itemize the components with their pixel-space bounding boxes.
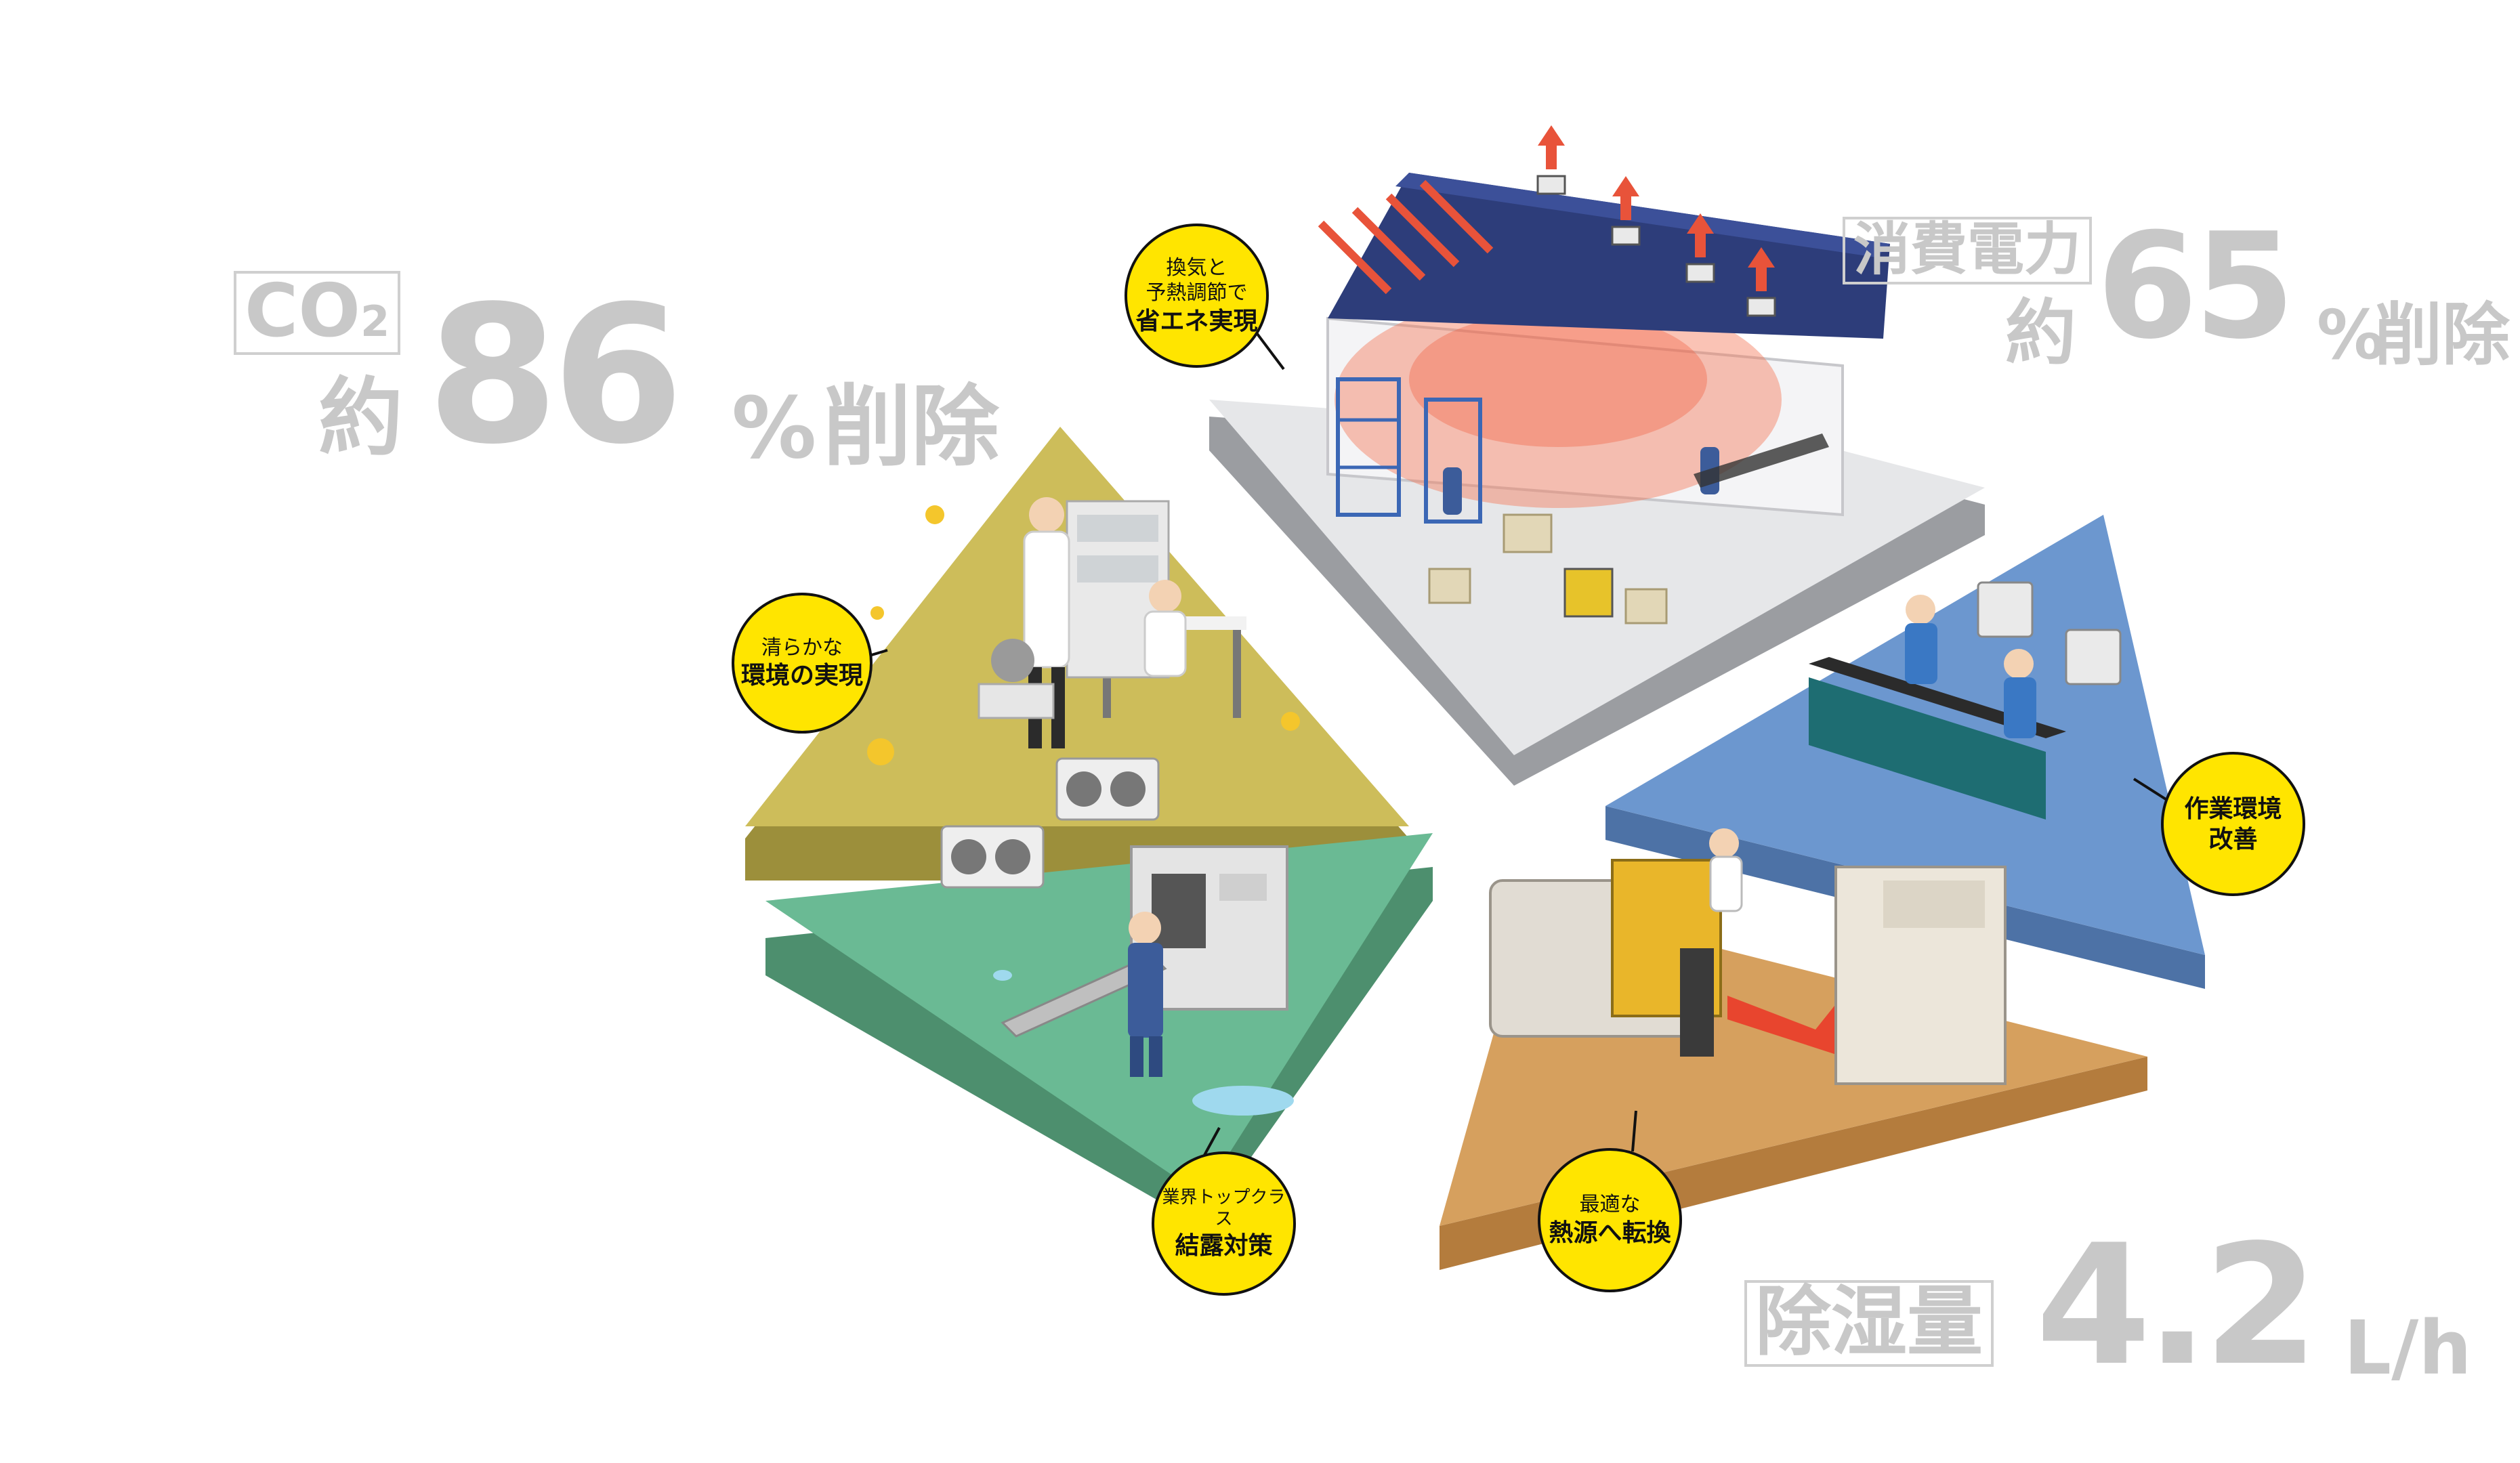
power-stat: 消費電力 [1843, 216, 2093, 284]
callout-energy-line1: 換気と [1166, 255, 1227, 280]
power-prefix: 約 [2005, 292, 2077, 375]
callout-work-line1: 作業環境 [2184, 794, 2282, 823]
power-label-box: 消費電力 [1843, 216, 2093, 284]
dehumidify-number-wrap: 4.2 [2036, 1223, 2319, 1388]
callout-heat-source: 最適な 熱源へ転換 [1538, 1148, 1682, 1292]
callout-clean-line1: 清らかな [761, 635, 843, 660]
power-number-wrap: 65 [2097, 213, 2295, 359]
olive-panel-clean-lab [745, 427, 1409, 881]
co2-suffix-wrap: 削除 [823, 383, 999, 471]
callout-clean-environment: 清らかな 環境の実現 [732, 593, 873, 734]
co2-label: CO [245, 269, 361, 354]
callout-work-environment: 作業環境 改善 [2161, 752, 2305, 896]
dehumidify-unit: L/h [2344, 1305, 2472, 1391]
power-number: 65 [2097, 201, 2295, 371]
power-unit: % [2317, 295, 2385, 375]
callout-energy-line2: 予熱調節で [1146, 281, 1248, 305]
callout-condense-line2: 結露対策 [1175, 1231, 1273, 1260]
factory-platform-energy [1209, 125, 1985, 786]
co2-number-wrap: 86 [427, 281, 684, 471]
co2-label-box: CO2 [234, 269, 401, 355]
power-prefix-wrap: 約 [2005, 298, 2076, 369]
power-suffix: 削除 [2374, 295, 2510, 375]
callout-energy-line3: 省エネ実現 [1135, 307, 1258, 335]
dehumidify-unit-wrap: L/h [2344, 1311, 2472, 1385]
dehumidify-label: 除湿量 [1755, 1278, 1983, 1366]
co2-number: 86 [427, 266, 684, 486]
power-label: 消費電力 [1853, 216, 2082, 282]
dehumidify-stat: 除湿量 [1744, 1280, 1994, 1367]
dehumidify-number: 4.2 [2036, 1209, 2319, 1402]
callout-energy-saving: 換気と 予熱調節で 省エネ実現 [1125, 224, 1269, 368]
callout-condensation: 業界トップクラス 結露対策 [1152, 1151, 1296, 1296]
co2-unit: % [732, 379, 817, 478]
co2-suffix: 削除 [823, 375, 1000, 478]
co2-prefix-wrap: 約 [318, 376, 403, 461]
co2-stat: CO2 [234, 269, 401, 355]
power-unit-wrap: % [2317, 301, 2385, 369]
co2-unit-wrap: % [732, 386, 816, 471]
callout-condense-line1: 業界トップクラス [1162, 1187, 1286, 1230]
dehumidify-label-box: 除湿量 [1744, 1280, 1994, 1367]
green-panel-condensation [765, 825, 1433, 1226]
co2-subscript: 2 [360, 297, 390, 346]
callout-heat-line2: 熱源へ転換 [1549, 1218, 1671, 1247]
co2-prefix: 約 [318, 369, 403, 467]
power-suffix-wrap: 削除 [2374, 301, 2510, 369]
callout-work-line2: 改善 [2208, 825, 2258, 853]
callout-heat-line1: 最適な [1579, 1193, 1641, 1217]
callout-clean-line2: 環境の実現 [740, 662, 863, 690]
